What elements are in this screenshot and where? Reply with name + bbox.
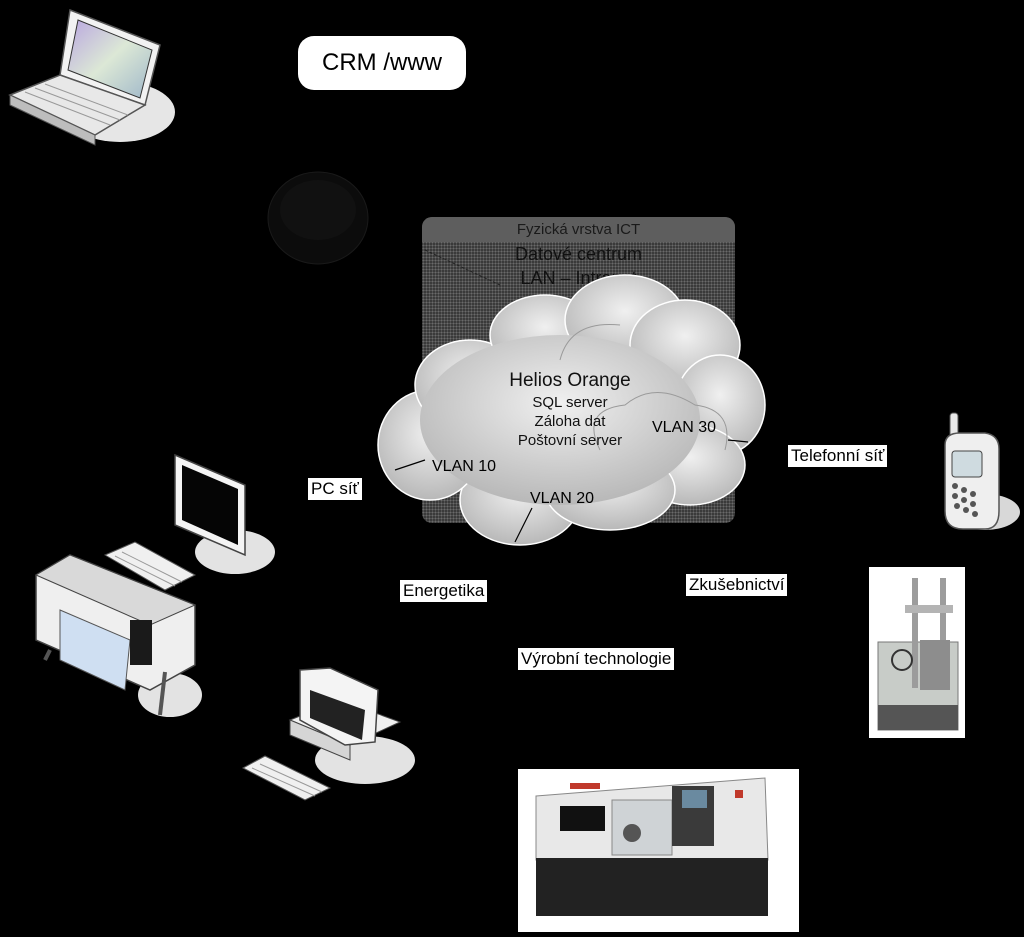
vlan20-line xyxy=(514,507,533,543)
phone-network-label: Telefonní síť xyxy=(788,445,888,467)
vlan10-label: VLAN 10 xyxy=(432,458,497,475)
network-cloud xyxy=(377,274,766,546)
testing-machine-photo xyxy=(869,567,965,738)
data-center-title: Datové centrum xyxy=(514,244,643,264)
physical-layer-header: Fyzická vrstva ICT xyxy=(422,217,735,242)
plotter-icon xyxy=(34,554,202,717)
mobile-phone-icon xyxy=(944,412,1020,530)
sql-server-label: SQL server xyxy=(532,394,608,411)
cnc-lathe-photo xyxy=(518,769,799,932)
mail-server-label: Poštovní server xyxy=(517,432,623,449)
crm-www-label: CRM /www xyxy=(298,36,466,90)
vlan10-line xyxy=(394,459,426,471)
laptop-icon xyxy=(8,8,175,146)
vlan30-line xyxy=(727,439,749,443)
vlan30-label: VLAN 30 xyxy=(652,419,717,436)
server-icon xyxy=(267,171,369,265)
helios-orange-label: Helios Orange xyxy=(509,370,631,391)
energy-label: Energetika xyxy=(400,580,488,602)
dashed-connector xyxy=(424,249,501,286)
backup-label: Záloha dat xyxy=(534,413,606,430)
production-technology-label: Výrobní technologie xyxy=(518,648,675,670)
testing-label: Zkušebnictví xyxy=(686,574,788,596)
vlan20-label: VLAN 20 xyxy=(530,490,595,507)
pc-network-label: PC síť xyxy=(308,478,362,500)
desktop-computer-icon xyxy=(241,667,415,801)
pc-workstation-icon xyxy=(103,453,275,591)
